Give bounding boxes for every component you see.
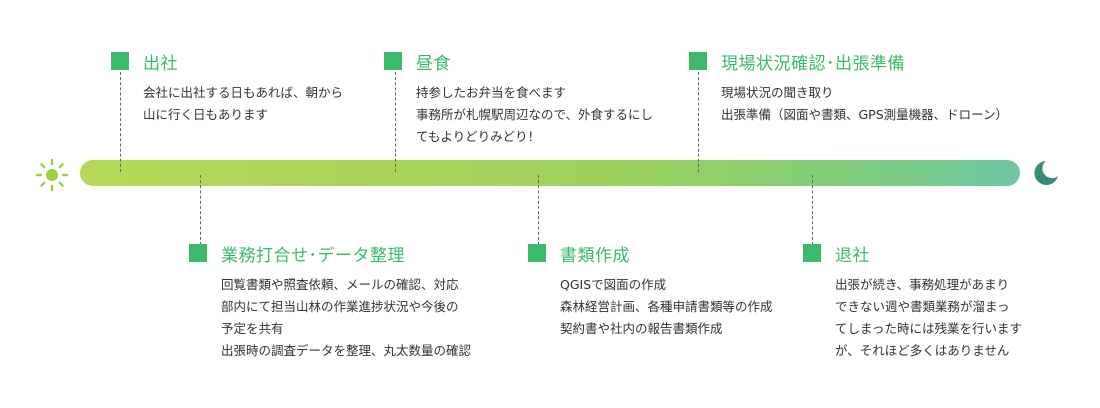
connector-line-genba (698, 72, 699, 172)
event-taisha: 退社 出張が続き、事務処理があまり できない週や書類業務が溜まっ てしまった時に… (803, 242, 1022, 362)
connector-line-uchiawase (200, 175, 201, 245)
event-marker (189, 244, 207, 262)
event-text: てしまった時には残業を行います (835, 321, 1023, 336)
event-chushoku: 昼食 持参したお弁当を食べます 事務所が札幌駅周辺なので、外食するにし てもより… (384, 50, 653, 148)
event-text: が、それほど多くはありません (835, 343, 1010, 358)
event-text: 予定を共有 (221, 321, 284, 336)
connector-line-chushoku (395, 72, 396, 172)
event-text: 回覧書類や照査依頼、メールの確認、対応 (221, 277, 459, 292)
event-marker (111, 52, 129, 70)
event-marker (803, 244, 821, 262)
event-title: 昼食 (416, 53, 451, 74)
event-title: 出社 (143, 53, 178, 74)
event-text: 会社に出社する日もあれば、朝から (143, 85, 344, 100)
event-marker (689, 52, 707, 70)
event-text: 持参したお弁当を食べます (416, 85, 567, 100)
event-text: QGISで図面の作成 (560, 277, 667, 292)
event-text: 出張準備（図面や書類、GPS測量機器、ドローン） (721, 107, 1009, 122)
event-text: てもよりどりみどり！ (416, 129, 541, 144)
event-title: 現場状況確認･出張準備 (721, 53, 905, 74)
event-marker (528, 244, 546, 262)
event-shorui: 書類作成 QGISで図面の作成 森林経営計画、各種申請書類等の作成 契約書や社内… (528, 242, 773, 340)
event-marker (384, 52, 402, 70)
connector-line-shussha (120, 72, 121, 172)
event-text: 出張時の調査データを整理、丸太数量の確認 (221, 343, 472, 358)
event-text: 部内にて担当山林の作業進捗状況や今後の (221, 299, 459, 314)
timeline-bar (80, 160, 1020, 186)
event-text: 山に行く日もあります (143, 107, 269, 122)
event-text: 事務所が札幌駅周辺なので、外食するにし (416, 107, 654, 122)
event-text: できない週や書類業務が溜まっ (835, 299, 1010, 314)
event-genba: 現場状況確認･出張準備 現場状況の聞き取り 出張準備（図面や書類、GPS測量機器… (689, 50, 1008, 126)
event-text: 森林経営計画、各種申請書類等の作成 (560, 299, 773, 314)
moon-icon (1034, 161, 1058, 185)
event-text: 契約書や社内の報告書類作成 (560, 321, 723, 336)
event-title: 書類作成 (560, 245, 630, 266)
connector-line-taisha (812, 175, 813, 245)
event-text: 現場状況の聞き取り (721, 85, 834, 100)
event-uchiawase: 業務打合せ･データ整理 回覧書類や照査依頼、メールの確認、対応 部内にて担当山林… (189, 242, 471, 362)
sun-icon (35, 158, 69, 192)
event-title: 業務打合せ･データ整理 (221, 245, 405, 266)
connector-line-shorui (538, 175, 539, 245)
event-shussha: 出社 会社に出社する日もあれば、朝から 山に行く日もあります (111, 50, 343, 126)
event-text: 出張が続き、事務処理があまり (835, 277, 1010, 292)
event-title: 退社 (835, 245, 870, 266)
